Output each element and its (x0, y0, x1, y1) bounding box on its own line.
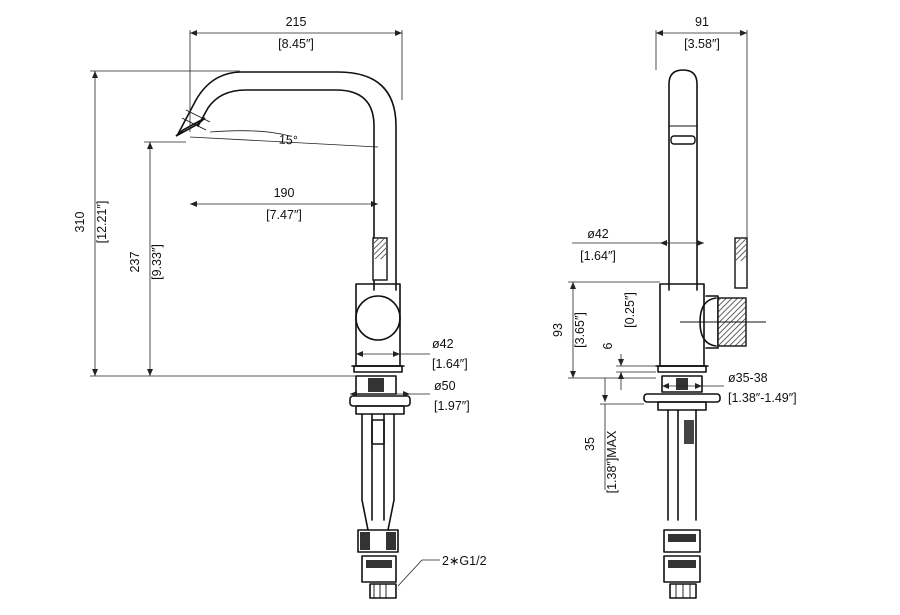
shank-hoses (357, 413, 399, 599)
dim-spout-height: 237 [9.33″] (128, 141, 186, 376)
dim-93-label: 93 (551, 323, 565, 337)
faucet-body (351, 283, 405, 373)
dim-93-inch-label: [3.65″] (573, 312, 587, 348)
dim-front-body-diameter: ø42 [1.64″] (572, 227, 704, 263)
dim-spout-angle: 15° (189, 130, 379, 148)
dim-deck-max: 35 [1.38″]MAX (583, 378, 644, 493)
dim-spout-reach: 190 [7.47″] (190, 186, 378, 222)
dim-front-width: 91 [3.58″] (655, 15, 748, 238)
side-dia42-inch-label: [1.64″] (432, 357, 468, 371)
dim-35-label: 35 (583, 437, 597, 451)
dim-base-gap: 6 [0.25″] (601, 292, 656, 390)
connection-callout: 2∗G1/2 (397, 554, 487, 587)
lever-handle (372, 237, 388, 281)
dim-body-diameter: ø42 [1.64″] (356, 337, 468, 371)
dim-237-label: 237 (128, 252, 142, 273)
front-body (655, 283, 709, 373)
dim-215-inch-label: [8.45″] (278, 37, 314, 51)
dim-310-inch-label: [12.21″] (95, 201, 109, 244)
dim-190-label: 190 (274, 186, 295, 200)
dim-91-inch-label: [3.58″] (684, 37, 720, 51)
front-base (643, 375, 721, 411)
dim-overall-width: 215 [8.45″] (189, 15, 403, 132)
angle-label: 15° (278, 132, 298, 147)
dim-91-label: 91 (695, 15, 709, 29)
side-dia42-label: ø42 (432, 337, 454, 351)
dim-6-label: 6 (601, 342, 615, 349)
front-dia42-label: ø42 (587, 227, 609, 241)
dim-hole-diameter: ø35-38 [1.38″-1.49″] (662, 371, 797, 405)
connection-label: 2∗G1/2 (442, 554, 487, 568)
front-dia42-inch-label: [1.64″] (580, 249, 616, 263)
dim-6-inch-label: [0.25″] (623, 292, 637, 328)
front-spout (668, 69, 698, 291)
front-lever (680, 237, 766, 349)
dim-215-label: 215 (286, 15, 307, 29)
dim-35-inch-label: [1.38″]MAX (605, 430, 619, 493)
spout (175, 71, 397, 291)
dim-lever-height: 93 [3.65″] (551, 281, 660, 379)
front-view: 91 [3.58″] ø42 [1.64″] 93 [3.65″] 6 [0.2… (551, 15, 797, 599)
dim-310-label: 310 (73, 212, 87, 233)
dim-overall-height: 310 [12.21″] (73, 70, 356, 377)
side-dia50-inch-label: [1.97″] (434, 399, 470, 413)
side-view: 215 [8.45″] 190 [7.47″] 15° 310 [12.21″]… (73, 15, 487, 599)
dim-190-inch-label: [7.47″] (266, 208, 302, 222)
hole-dia-label: ø35-38 (728, 371, 768, 385)
front-shank (663, 409, 701, 599)
dim-237-inch-label: [9.33″] (150, 244, 164, 280)
hole-dia-inch-label: [1.38″-1.49″] (728, 391, 797, 405)
side-dia50-label: ø50 (434, 379, 456, 393)
base-flange (349, 375, 411, 415)
dim-base-diameter: ø50 [1.97″] (350, 379, 470, 413)
